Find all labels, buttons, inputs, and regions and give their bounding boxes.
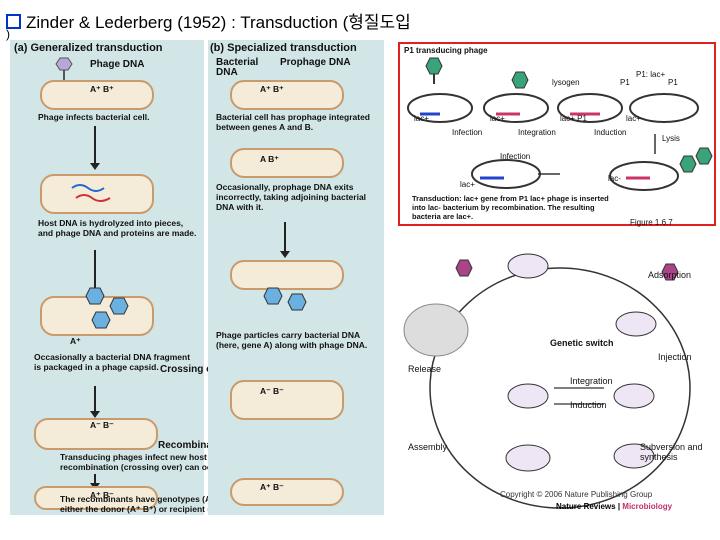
- infection-label-2: Infection: [500, 152, 531, 161]
- carry-caption: Phage particles carry bacterial DNA (her…: [216, 330, 368, 350]
- slide-title-continuation: ): [6, 27, 10, 41]
- gene-a-label: A⁺: [70, 336, 81, 346]
- prophage-dna-label: Prophage DNA: [280, 57, 351, 68]
- phage-cluster-icon: [263, 287, 307, 311]
- prophage-caption: Bacterial cell has prophage integrated b…: [216, 112, 370, 132]
- lac-label-5: lac+: [460, 180, 475, 189]
- subversion-label: Subversion and synthesis: [640, 442, 703, 462]
- lac-label-3: lac+ P1: [560, 114, 587, 123]
- lifecycle-graphics: [403, 253, 691, 509]
- recombinant-gene-label: A⁺ B⁻: [90, 490, 114, 500]
- transducing-caption: Transducing phages infect new host cells…: [60, 452, 258, 472]
- journal-name: Nature Reviews | Microbiology: [556, 502, 673, 511]
- bacterial-cell: [230, 80, 344, 110]
- recipient-cell: [230, 380, 344, 420]
- release-label: Release: [408, 364, 442, 374]
- lysogen-label: lysogen: [552, 78, 580, 87]
- assembly-label: Assembly: [408, 442, 448, 452]
- hydrolyzed-caption: Host DNA is hydrolyzed into pieces, and …: [38, 218, 197, 238]
- p1-phage-label: P1 transducing phage: [404, 46, 488, 55]
- figure-number: Figure 1.6.7: [630, 218, 673, 227]
- generalized-transduction-panel: (a) Generalized transduction Phage DNA A…: [10, 40, 289, 515]
- p1-transduction-figure: P1 transducing phage lysogen P1 P1: lac+…: [398, 42, 716, 227]
- excits-caption: Occasionally, prophage DNA exits incorre…: [216, 182, 367, 212]
- recipient-gene-label: A⁻ B⁻: [90, 420, 114, 430]
- gene-label: A B⁺: [260, 154, 279, 164]
- recombinant-gene-label: A⁺ B⁻: [260, 482, 284, 492]
- checkbox-bullet-icon: [6, 14, 21, 29]
- integration-label: Integration: [570, 376, 613, 386]
- p1-label: P1: [620, 78, 630, 87]
- down-arrow-icon: [280, 222, 290, 258]
- bacterial-cell: [230, 260, 344, 290]
- infection-label-1: Infection: [452, 128, 483, 137]
- panel-b-heading: (b) Specialized transduction: [210, 42, 357, 54]
- slide-title-text: Zinder & Lederberg (1952) : Transduction…: [26, 13, 411, 32]
- p1-lac-label: P1: lac+: [636, 70, 666, 79]
- lac-label-1: lac+: [414, 114, 429, 123]
- induction-label: Induction: [594, 128, 627, 137]
- integration-label: Integration: [518, 128, 556, 137]
- crossing-over-label: Crossing over: [160, 364, 228, 375]
- down-arrow-icon: [90, 126, 100, 170]
- specialized-transduction-panel: (b) Specialized transduction Bacterial D…: [208, 40, 384, 515]
- packaged-caption: Occasionally a bacterial DNA fragment is…: [34, 352, 191, 372]
- down-arrow-icon: [90, 474, 100, 490]
- injection-label: Injection: [658, 352, 692, 362]
- lac-label-2: lac+: [490, 114, 505, 123]
- panel-a-heading: (a) Generalized transduction: [14, 42, 163, 54]
- lysis-label: Lysis: [662, 134, 680, 143]
- gene-label: A⁺ B⁺: [260, 84, 284, 94]
- phage-dna-label: Phage DNA: [90, 59, 145, 70]
- recipient-gene-label: A⁻ B⁻: [260, 386, 284, 396]
- final-caption: The recombinants have genotypes (A⁺ B⁻) …: [60, 494, 290, 514]
- genetic-switch-label: Genetic switch: [550, 338, 614, 348]
- down-arrow-icon: [90, 386, 100, 418]
- phage-icon: [55, 57, 73, 80]
- p1b-label: P1: [668, 78, 678, 87]
- nature-reviews-text: Nature Reviews: [556, 502, 616, 511]
- p1-caption: Transduction: lac+ gene from P1 lac+ pha…: [412, 194, 609, 221]
- bacterial-dna-label: Bacterial DNA: [216, 57, 259, 78]
- bacterial-cell: [40, 80, 154, 110]
- recombinant-cell: [34, 486, 158, 510]
- bacterial-cell: [40, 174, 154, 214]
- copyright-text: Copyright © 2006 Nature Publishing Group: [500, 490, 653, 499]
- phage-lifecycle-diagram: Adsorption Genetic switch Injection Rele…: [400, 248, 712, 518]
- gene-label: A⁺ B⁺: [90, 84, 114, 94]
- phage-cluster-icon: [85, 287, 129, 329]
- recombinant-cell: [230, 478, 344, 506]
- adsorption-label: Adsorption: [648, 270, 692, 280]
- bacterial-cell: [230, 148, 344, 178]
- dna-fragments-icon: [71, 184, 111, 202]
- microbiology-text: Microbiology: [622, 502, 673, 511]
- infects-caption: Phage infects bacterial cell.: [38, 112, 150, 122]
- recipient-cell: [34, 418, 158, 450]
- induction-label: Induction: [570, 400, 607, 410]
- lac-label-4: lac+: [626, 114, 641, 123]
- slide-title: Zinder & Lederberg (1952) : Transduction…: [6, 8, 411, 33]
- lac-minus-label: lac-: [608, 174, 621, 183]
- p1-diagram-graphics: [407, 57, 713, 191]
